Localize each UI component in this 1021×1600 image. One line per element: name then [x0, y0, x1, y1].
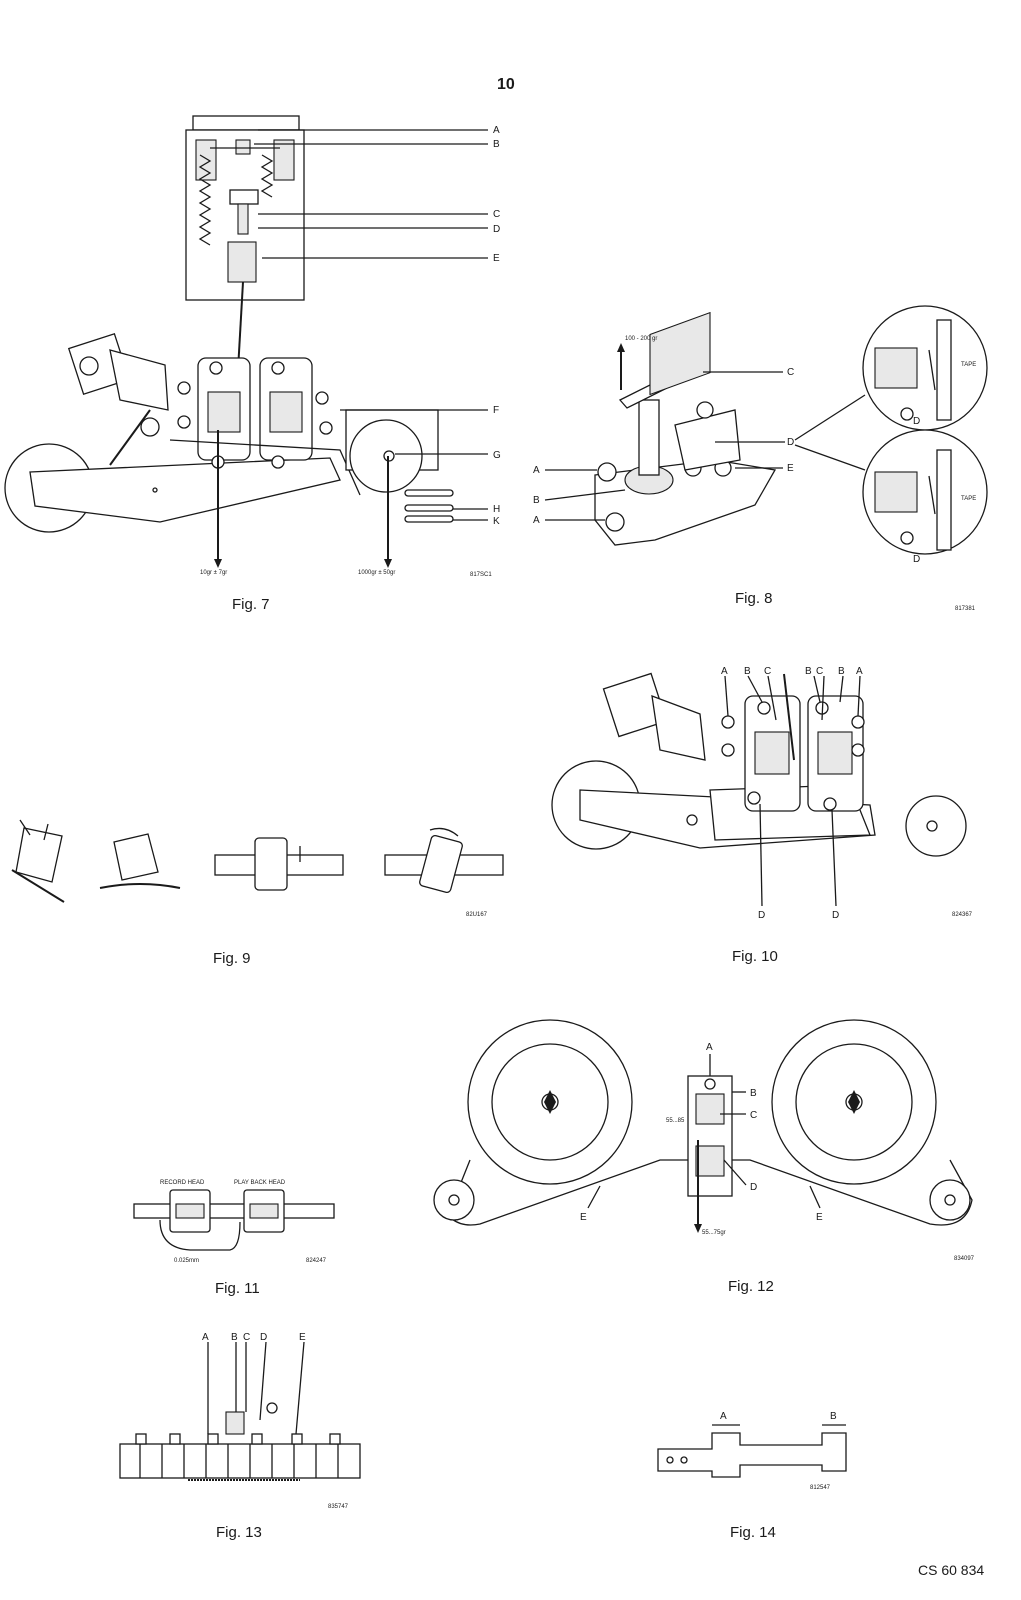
- fig10-label-b3: B: [838, 666, 845, 677]
- fig14-label-b: B: [830, 1411, 837, 1422]
- fig12-label-a: A: [706, 1042, 713, 1053]
- fig13-label-e: E: [299, 1332, 306, 1343]
- page-number: 10: [497, 76, 515, 93]
- fig7-label-f: F: [493, 405, 499, 416]
- fig14-label-a: A: [720, 1411, 727, 1422]
- fig12-label-d: D: [750, 1182, 757, 1193]
- fig11-caption: Fig. 11: [215, 1280, 260, 1297]
- fig7-label-k: K: [493, 516, 500, 527]
- fig14-code: 812547: [810, 1485, 831, 1491]
- fig14-drawing: A B 812547: [657, 1411, 847, 1491]
- fig8-inset2-tape: TAPE: [961, 496, 976, 502]
- fig7-label-c: C: [493, 209, 500, 220]
- fig8-label-a1: A: [533, 465, 540, 476]
- fig7-label-g: G: [493, 450, 501, 461]
- fig13-label-c: C: [243, 1332, 250, 1343]
- fig11-code: 824247: [306, 1258, 327, 1264]
- fig8-label-b: B: [533, 495, 540, 506]
- fig7-code: 817SC1: [470, 572, 492, 578]
- fig14-caption: Fig. 14: [730, 1524, 776, 1541]
- fig10-label-d1: D: [758, 910, 765, 921]
- fig7-caption: Fig. 7: [232, 596, 270, 613]
- fig13-caption: Fig. 13: [216, 1524, 262, 1541]
- fig13-code: 835747: [328, 1504, 349, 1510]
- fig8-code: 817381: [955, 606, 976, 612]
- fig10-label-d2: D: [832, 910, 839, 921]
- fig13-label-b: B: [231, 1332, 238, 1343]
- fig12-label-e1: E: [580, 1212, 587, 1223]
- fig10-label-b2: B: [805, 666, 812, 677]
- fig12-label-b: B: [750, 1088, 757, 1099]
- fig11-playback-head: PLAY BACK HEAD: [234, 1180, 286, 1186]
- fig9-drawing: 82U167: [11, 819, 504, 918]
- fig7-force-left: 10gr ± 7gr: [200, 570, 227, 576]
- fig7-label-a: A: [493, 125, 500, 136]
- fig8-inset1-d: D: [913, 416, 920, 427]
- fig7-label-b: B: [493, 139, 500, 150]
- fig8-force: 100 - 200 gr: [625, 336, 657, 342]
- fig12-caption: Fig. 12: [728, 1278, 774, 1295]
- fig13-label-d: D: [260, 1332, 267, 1343]
- fig8-label-e: E: [787, 463, 794, 474]
- fig12-code: 834097: [954, 1256, 975, 1262]
- fig12-drawing: A B C D E E 55...85 55...75gr 834097: [433, 1019, 975, 1262]
- fig13-label-a: A: [202, 1332, 209, 1343]
- fig12-force-side: 55...85: [666, 1118, 685, 1124]
- fig10-label-b1: B: [744, 666, 751, 677]
- fig10-drawing: A B C B C B A D D 824367: [551, 666, 973, 921]
- fig9-code: 82U167: [466, 912, 488, 918]
- fig11-gap: 0.025mm: [174, 1258, 199, 1264]
- fig8-inset2-d: D: [913, 554, 920, 565]
- fig8-label-c: C: [787, 367, 794, 378]
- fig7-force-right: 1000gr ± 50gr: [358, 570, 395, 576]
- fig7-label-h: H: [493, 504, 500, 515]
- fig10-label-c2: C: [816, 666, 823, 677]
- fig8-inset1-tape: TAPE: [961, 362, 976, 368]
- fig8-drawing: 100 - 200 gr C D E A B A TAPE TAPE D D 8…: [533, 305, 988, 612]
- fig11-record-head: RECORD HEAD: [160, 1180, 205, 1186]
- fig10-label-c1: C: [764, 666, 771, 677]
- fig12-label-e2: E: [816, 1212, 823, 1223]
- fig7-drawing: A B C D E F G H K 10gr ± 7gr 1000gr ± 50…: [4, 115, 501, 578]
- fig10-label-a1: A: [721, 666, 728, 677]
- fig12-label-c: C: [750, 1110, 757, 1121]
- document-code: CS 60 834: [918, 1562, 985, 1578]
- fig12-force-bottom: 55...75gr: [702, 1230, 726, 1236]
- fig10-code: 824367: [952, 912, 973, 918]
- fig7-label-d: D: [493, 224, 500, 235]
- fig8-label-d: D: [787, 437, 794, 448]
- fig11-drawing: RECORD HEAD PLAY BACK HEAD 0.025mm 82424…: [133, 1180, 335, 1264]
- fig10-label-a2: A: [856, 666, 863, 677]
- fig9-caption: Fig. 9: [213, 950, 251, 967]
- fig8-label-a2: A: [533, 515, 540, 526]
- fig7-label-e: E: [493, 253, 500, 264]
- fig10-caption: Fig. 10: [732, 948, 778, 965]
- fig13-drawing: A B C D E 835747: [119, 1332, 361, 1510]
- fig8-caption: Fig. 8: [735, 590, 773, 607]
